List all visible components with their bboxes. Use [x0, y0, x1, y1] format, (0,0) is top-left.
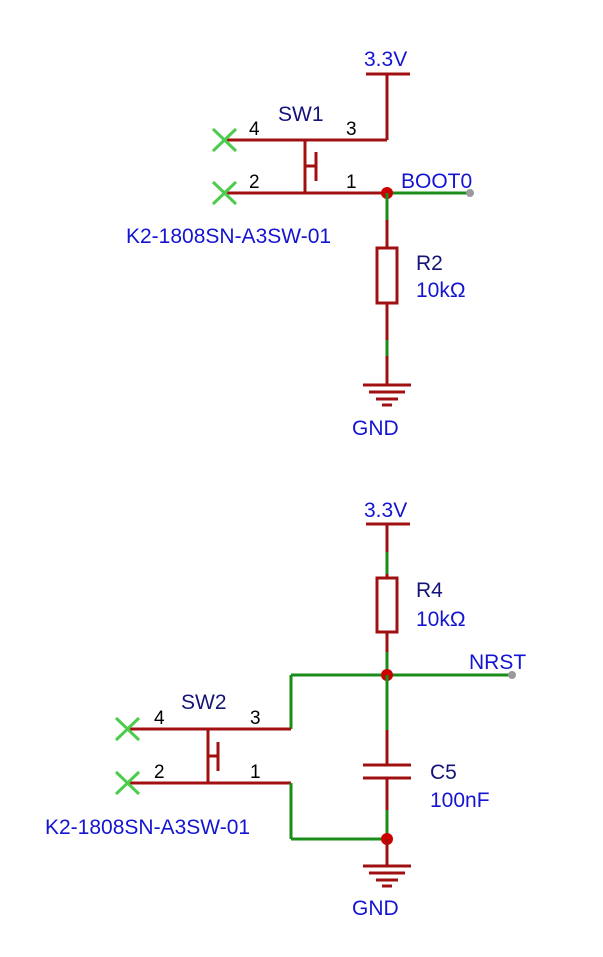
no-connect-sw1-pin4 [211, 127, 238, 153]
sw1-pin1-label: 1 [346, 172, 357, 193]
ground-symbol-top: GND [352, 340, 411, 440]
no-connect-sw2-pin2 [114, 770, 141, 796]
power-label-top: 3.3V [364, 48, 407, 71]
power-symbol-3v3-bottom: 3.3V [364, 499, 410, 552]
r2-value-label: 10kΩ [416, 279, 466, 302]
sw1-pin4-label: 4 [249, 119, 260, 140]
power-label-bottom: 3.3V [364, 499, 407, 522]
net-ground-bottom [289, 783, 393, 845]
sw2-pin4-label: 4 [154, 708, 165, 729]
sw2-part-label: K2-1808SN-A3SW-01 [45, 816, 250, 839]
power-symbol-3v3-top: 3.3V [364, 48, 410, 140]
c5-ref-label: C5 [430, 761, 457, 784]
c5-value-label: 100nF [430, 789, 490, 812]
sw2-pin1-label: 1 [250, 762, 261, 783]
ground-label-bottom: GND [352, 897, 399, 920]
ground-label-top: GND [352, 417, 399, 440]
no-connect-sw2-pin4 [114, 716, 141, 742]
sw2-pin2-label: 2 [154, 762, 165, 783]
sw2-ref-label: SW2 [181, 691, 227, 714]
sw1-ref-label: SW1 [278, 103, 324, 126]
switch-sw1: SW1 4 3 2 1 K2-1808SN-A3SW-01 [126, 103, 387, 248]
nrst-circuit: 3.3V R4 10kΩ NRST SW2 4 [45, 499, 526, 920]
sw2-pin3-label: 3 [250, 708, 261, 729]
net-boot0: BOOT0 [381, 170, 474, 199]
net-boot0-label: BOOT0 [401, 170, 472, 193]
ground-symbol-bottom: GND [352, 839, 411, 920]
sw1-pin3-label: 3 [346, 119, 357, 140]
capacitor-c5: C5 100nF [363, 675, 490, 839]
sw1-pin2-label: 2 [249, 172, 260, 193]
r2-ref-label: R2 [416, 252, 443, 275]
net-boot0-endpoint [466, 189, 474, 197]
no-connect-sw1-pin2 [211, 180, 238, 206]
net-nrst-endpoint [508, 671, 516, 679]
net-nrst: NRST [289, 651, 526, 729]
sw1-part-label: K2-1808SN-A3SW-01 [126, 225, 331, 248]
resistor-r4: R4 10kΩ [375, 552, 466, 675]
resistor-r2: R2 10kΩ [375, 193, 466, 340]
net-nrst-label: NRST [469, 651, 526, 674]
boot0-circuit: 3.3V SW1 4 3 2 1 K2-1808SN-A3SW-01 [126, 48, 474, 440]
r4-value-label: 10kΩ [416, 608, 466, 631]
r4-ref-label: R4 [416, 579, 443, 602]
switch-sw2: SW2 4 3 2 1 K2-1808SN-A3SW-01 [45, 691, 291, 839]
